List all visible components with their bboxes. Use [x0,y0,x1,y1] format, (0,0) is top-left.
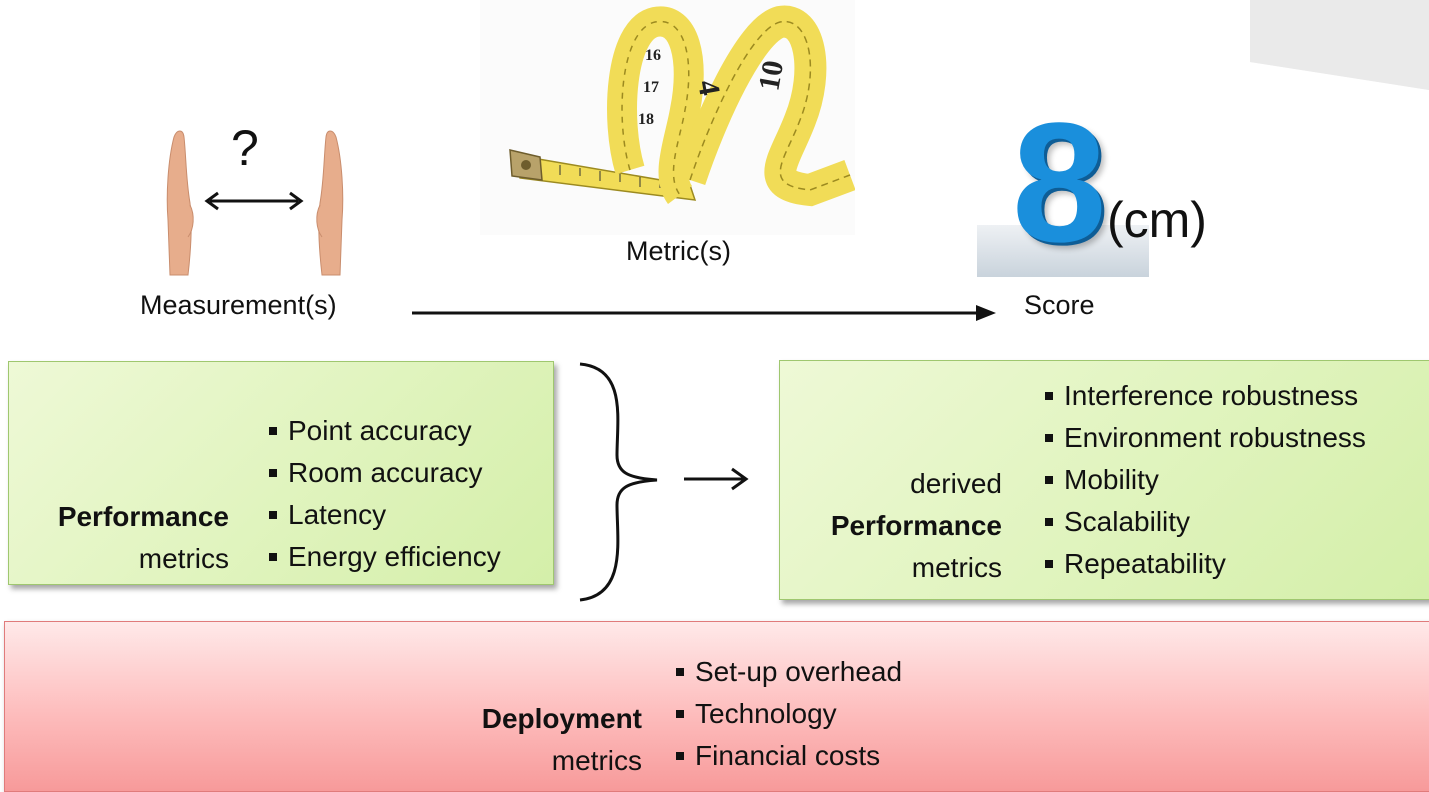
list-item: Environment robustness [1042,417,1366,459]
derived-title: Performance [830,510,1002,541]
derived-metrics-box: derived Performance metrics Interference… [779,360,1429,600]
performance-list: Point accuracy Room accuracy Latency Ene… [266,410,501,578]
arrow-right-icon [684,467,749,491]
derived-subtitle: metrics [911,552,1002,583]
question-mark: ? [231,120,259,176]
list-item: Room accuracy [266,452,501,494]
list-item: Latency [266,494,501,536]
list-item: Interference robustness [1042,375,1366,417]
performance-metrics-box: Performance metrics Point accuracy Room … [8,361,554,585]
svg-text:16: 16 [645,47,661,64]
corner-decoration [700,0,1429,90]
list-item: Financial costs [673,735,902,777]
performance-title: Performance [57,501,229,532]
svg-text:4: 4 [691,77,726,98]
score-shadow [977,225,1149,277]
list-item: Energy efficiency [266,536,501,578]
svg-text:18: 18 [638,111,654,128]
double-arrow-icon [204,191,304,211]
list-item: Set-up overhead [673,651,902,693]
list-item: Technology [673,693,902,735]
list-item: Point accuracy [266,410,501,452]
svg-text:10: 10 [752,58,790,93]
metric-label: Metric(s) [626,236,731,266]
score-label: Score [1024,290,1095,320]
list-item: Scalability [1042,501,1366,543]
deployment-subtitle: metrics [551,745,642,776]
brace-icon [579,362,749,602]
list-item: Mobility [1042,459,1366,501]
score-value: 8 [1012,88,1107,278]
arrow-right-icon [412,305,996,321]
deployment-list: Set-up overhead Technology Financial cos… [673,651,902,777]
measurement-label: Measurement(s) [140,290,337,320]
performance-subtitle: metrics [138,543,229,574]
list-item: Repeatability [1042,543,1366,585]
deployment-title: Deployment [481,703,642,734]
svg-text:17: 17 [643,79,659,96]
derived-list: Interference robustness Environment robu… [1042,375,1366,585]
measuring-tape-icon: 4 10 16 17 18 [480,0,855,235]
derived-prefix: derived [910,468,1002,499]
hands-icon [166,130,344,276]
score-unit: (cm) [1107,192,1207,248]
deployment-metrics-box: Deployment metrics Set-up overhead Techn… [4,621,1429,792]
